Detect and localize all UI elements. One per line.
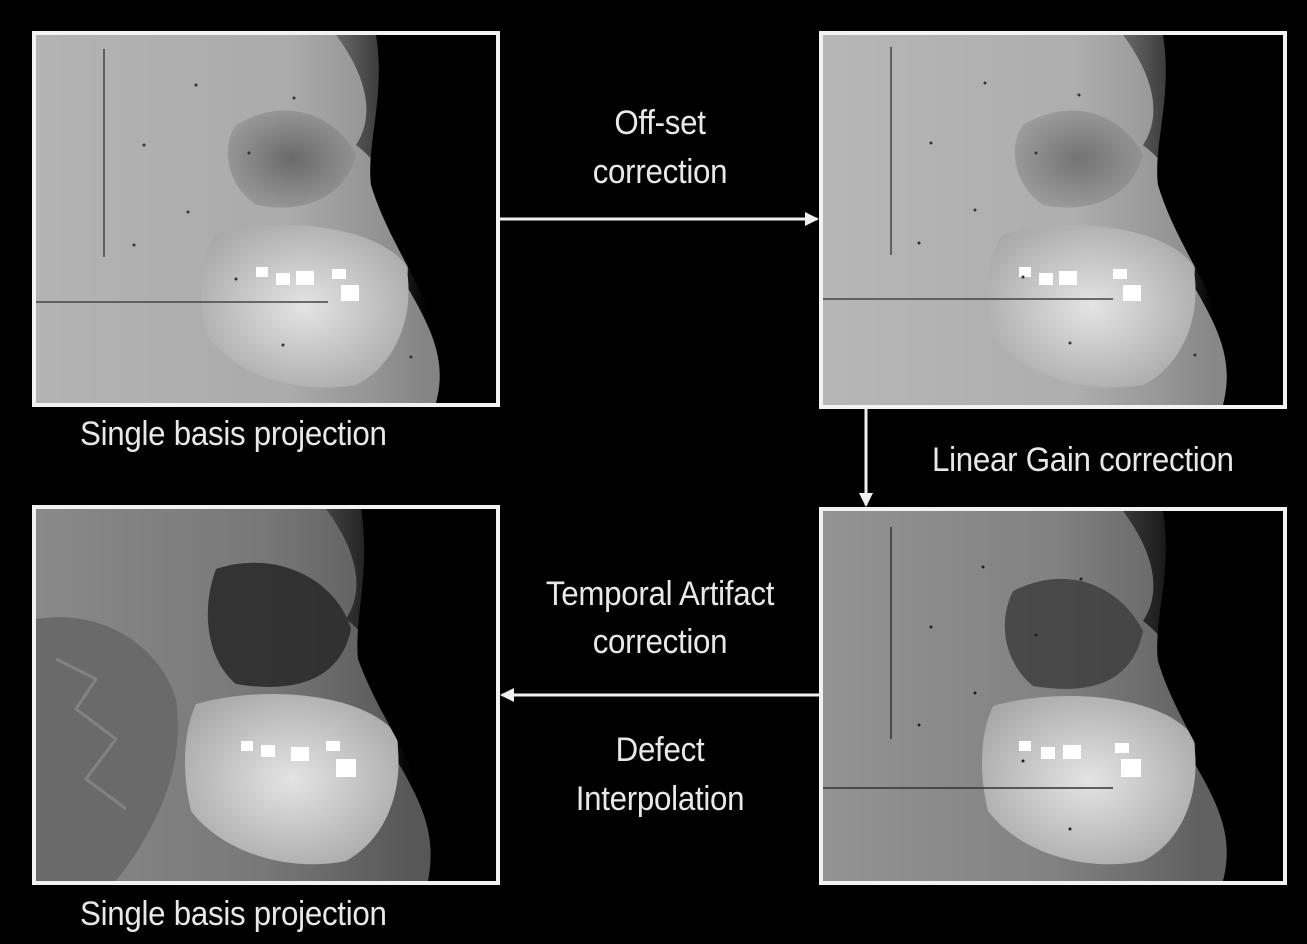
step-defect-line2: Interpolation	[550, 779, 771, 820]
step-offset-line2: correction	[568, 152, 752, 193]
step-temporal-line2: correction	[531, 622, 789, 663]
caption-bottom-left: Single basis projection	[80, 894, 387, 935]
step-temporal-line1: Temporal Artifact	[531, 574, 789, 615]
caption-top-left: Single basis projection	[80, 414, 387, 455]
step-offset-line1: Off-set	[568, 103, 752, 144]
step-gain: Linear Gain correction	[932, 440, 1234, 481]
step-defect-line1: Defect	[550, 730, 771, 771]
